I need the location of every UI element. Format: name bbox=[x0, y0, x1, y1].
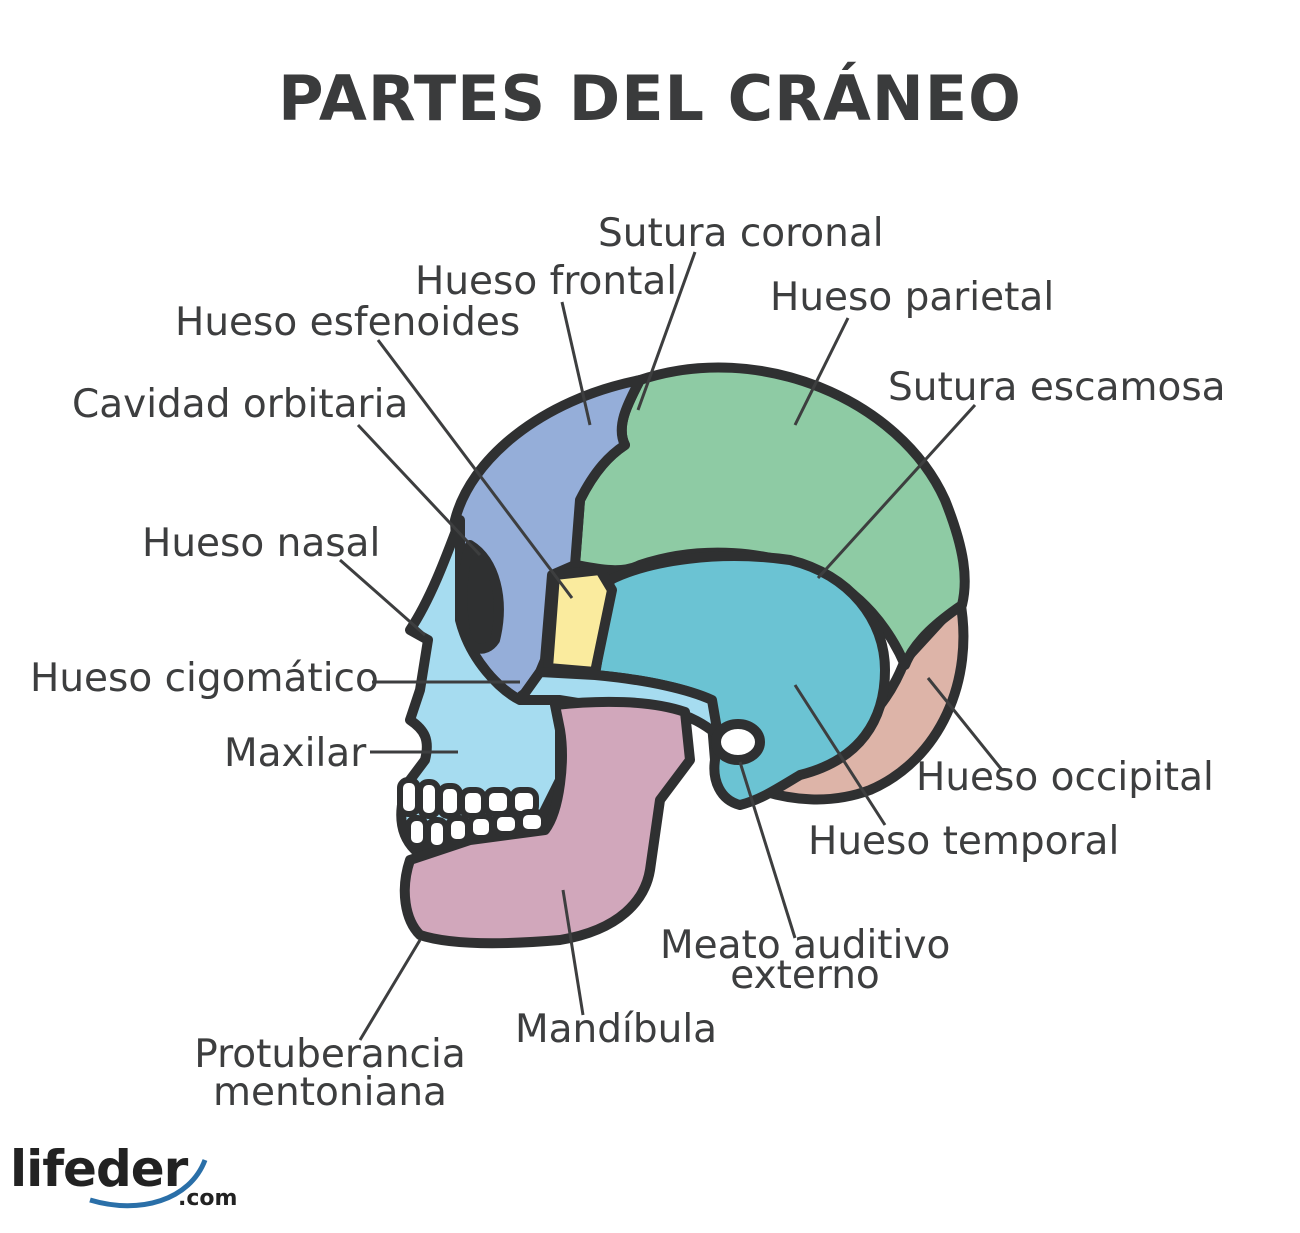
tooth bbox=[467, 813, 495, 841]
tooth bbox=[517, 809, 547, 835]
label-hueso-esfenoides: Hueso esfenoides bbox=[175, 300, 521, 345]
tooth bbox=[425, 817, 449, 851]
leader-hueso-nasal bbox=[339, 558, 426, 637]
leader-hueso-frontal bbox=[560, 301, 592, 426]
leader-meato-auditivo bbox=[738, 761, 797, 939]
label-hueso-parietal: Hueso parietal bbox=[770, 275, 1055, 320]
tooth bbox=[445, 815, 471, 845]
leader-mandibula bbox=[561, 889, 585, 1016]
label-meato-line2: externo bbox=[730, 953, 880, 998]
label-cavidad-orbitaria: Cavidad orbitaria bbox=[72, 382, 409, 427]
tooth bbox=[483, 787, 513, 817]
tooth bbox=[417, 779, 441, 819]
label-protuberancia-line2: mentoniana bbox=[213, 1070, 447, 1115]
label-mandibula: Mandíbula bbox=[515, 1007, 718, 1052]
sphenoid-bone bbox=[543, 565, 617, 677]
brand-logo-suffix: .com bbox=[178, 1186, 238, 1211]
label-maxilar: Maxilar bbox=[224, 731, 367, 776]
brand-logo: lifeder bbox=[10, 1140, 188, 1198]
label-sutura-coronal: Sutura coronal bbox=[598, 211, 884, 256]
leader-protuberancia bbox=[358, 939, 422, 1041]
teeth-group bbox=[397, 777, 547, 851]
label-sutura-escamosa: Sutura escamosa bbox=[888, 365, 1226, 410]
label-hueso-occipital: Hueso occipital bbox=[916, 755, 1214, 800]
leader-hueso-parietal bbox=[793, 317, 850, 426]
leader-cavidad-orbitaria bbox=[356, 423, 482, 557]
tooth bbox=[437, 783, 463, 819]
tooth bbox=[405, 815, 429, 849]
tooth bbox=[397, 777, 421, 817]
page-title: PARTES DEL CRÁNEO bbox=[278, 62, 1022, 135]
label-hueso-temporal: Hueso temporal bbox=[808, 819, 1120, 864]
leader-lines bbox=[339, 251, 1004, 1041]
label-meato-line1: Meato auditivo bbox=[660, 923, 951, 968]
face-bones bbox=[396, 515, 565, 855]
leader-hueso-occipital bbox=[926, 677, 1004, 771]
leader-hueso-temporal bbox=[793, 684, 887, 826]
leader-sutura-coronal bbox=[636, 251, 697, 411]
tooth bbox=[459, 787, 487, 819]
label-hueso-frontal: Hueso frontal bbox=[415, 259, 678, 304]
mandible-bone bbox=[399, 696, 695, 949]
label-hueso-nasal: Hueso nasal bbox=[142, 521, 381, 566]
label-hueso-cigomatico: Hueso cigomático bbox=[30, 656, 379, 701]
orbit-cavity bbox=[457, 540, 504, 654]
leader-sutura-escamosa bbox=[816, 403, 977, 580]
logo-swoosh bbox=[89, 1159, 208, 1209]
tooth bbox=[491, 811, 521, 837]
leader-hueso-esfenoides bbox=[376, 339, 574, 599]
ear-canal bbox=[711, 719, 765, 765]
label-protuberancia-line1: Protuberancia bbox=[194, 1032, 466, 1077]
